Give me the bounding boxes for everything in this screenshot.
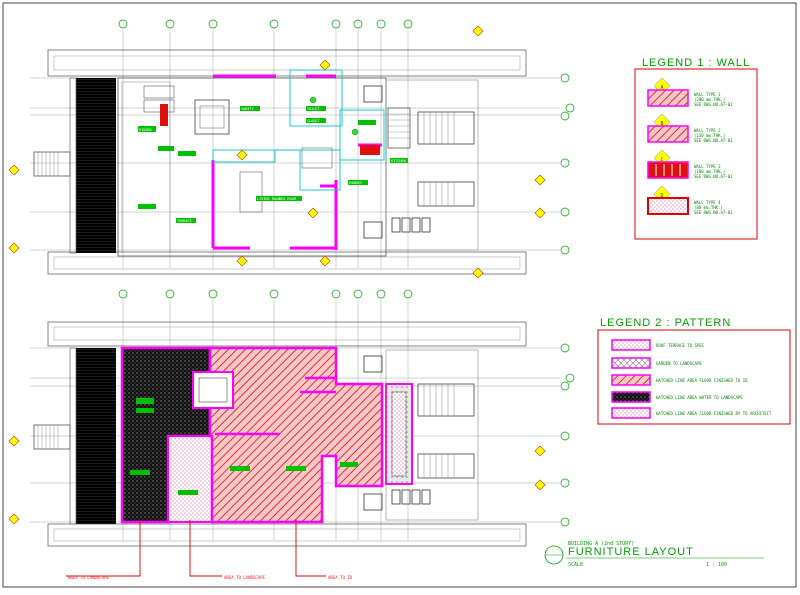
legend-pattern-label-roof: ROOF TERRACE TO SPEC bbox=[656, 343, 705, 348]
legend-pattern-label-water: HATCHED LINE AREA WATER TO LANDSCAPE bbox=[656, 395, 743, 400]
legend-pattern-label-garden: GARDEN TO LANDSCAPE bbox=[656, 361, 702, 366]
bottom-stair-east-2 bbox=[417, 453, 475, 479]
legend-wall-tag-4: D bbox=[660, 193, 663, 199]
legend-wall-item-3-line-2: (100 mm.THK.) bbox=[694, 169, 725, 174]
room-name-closet: CLOSET bbox=[307, 119, 321, 123]
title-block bbox=[544, 545, 764, 565]
legend-wall-tag-2: B bbox=[660, 121, 663, 127]
legend-wall-item-4-line-2: (80 mm.THK.) bbox=[694, 205, 723, 210]
legend-wall-item-1-line-3: SEE DWG.NO.A7-01 bbox=[694, 102, 733, 107]
legend-wall-item-1: A WALL TYPE 1 (200 mm.THK.) SEE DWG.NO.A… bbox=[660, 85, 733, 107]
room-name-living: LIVING ROOM bbox=[257, 197, 280, 201]
legend-wall-swatch-1 bbox=[647, 89, 689, 107]
top-plan bbox=[8, 19, 575, 299]
bottom-plan bbox=[8, 267, 575, 547]
callout-area-landscape-2: AREA TO LANDSCAPE bbox=[224, 575, 266, 580]
room-name-powder: POWDER bbox=[349, 181, 363, 185]
legend-wall-swatch-3 bbox=[647, 161, 689, 179]
top-diamond-markers bbox=[8, 25, 546, 267]
legend-wall-swatch-4 bbox=[647, 197, 689, 215]
legend-wall-item-3-line-3: SEE DWG.NO.A7-01 bbox=[694, 174, 733, 179]
title-block-scale-value: 1 : 100 bbox=[706, 562, 727, 568]
callout-area-landscape-1: AREA TO LANDSCAPE bbox=[68, 575, 110, 580]
top-grid-bubbles bbox=[118, 19, 575, 299]
legend-wall-item-4-line-3: SEE DWG.NO.A7-01 bbox=[694, 210, 733, 215]
bottom-room-tags bbox=[130, 398, 358, 495]
legend-pattern-label-architect: HATCHED LINE AREA FLOOR FINISHED BY TO A… bbox=[656, 411, 772, 416]
legend-wall-item-4-line-1: WALL TYPE 4 bbox=[694, 200, 721, 205]
bottom-grid-bubbles bbox=[560, 343, 575, 527]
legend-pattern-swatch-garden bbox=[611, 357, 651, 369]
top-slab-north bbox=[47, 49, 527, 77]
legend-pattern-title: LEGEND 2 : PATTERN bbox=[600, 317, 731, 329]
top-facade-black bbox=[76, 78, 116, 253]
room-name-bed: BED ROOM bbox=[279, 197, 296, 201]
top-core-stair bbox=[387, 107, 411, 149]
legend-wall-tag-1: A bbox=[660, 85, 663, 91]
top-slab-south bbox=[47, 251, 527, 275]
legend-wall-item-1-line-1: WALL TYPE 1 bbox=[694, 92, 721, 97]
top-left-stair bbox=[33, 151, 71, 177]
title-block-subtitle: BUILDING A (2nd STORY) bbox=[568, 541, 634, 547]
title-block-title: FURNITURE LAYOUT bbox=[568, 546, 694, 558]
bottom-slab-north bbox=[47, 321, 527, 347]
room-name-toilet: TOILET bbox=[307, 107, 321, 111]
room-name-terrace: TERRACE bbox=[177, 219, 192, 223]
bottom-diamond-markers bbox=[8, 267, 546, 525]
top-room-names: VANITY TOILET CLOSET LIVING ROOM BED ROO… bbox=[139, 107, 406, 223]
legend-pattern bbox=[597, 329, 791, 425]
bottom-slab-south bbox=[47, 523, 527, 547]
top-room-tags bbox=[138, 106, 408, 223]
top-stair-east-2 bbox=[417, 181, 475, 207]
legend-wall-tag-3: C bbox=[660, 157, 663, 163]
legend-wall-item-2-line-2: (150 mm.THK.) bbox=[694, 133, 725, 138]
bottom-stair-east-1 bbox=[417, 383, 475, 417]
legend-pattern-swatch-architect bbox=[611, 407, 651, 419]
legend-wall-item-1-line-2: (200 mm.THK.) bbox=[694, 97, 725, 102]
legend-wall-item-3: C WALL TYPE 3 (100 mm.THK.) SEE DWG.NO.A… bbox=[660, 157, 733, 179]
callout-area-id: AREA TO ID bbox=[328, 575, 353, 580]
legend-pattern-swatch-roof bbox=[611, 339, 651, 351]
legend-pattern-swatch-id bbox=[611, 374, 651, 386]
room-name-dining: DINING bbox=[139, 128, 152, 132]
top-wall-red bbox=[360, 145, 380, 155]
room-name-vanity: VANITY bbox=[241, 107, 255, 111]
top-stair-east-1 bbox=[417, 111, 475, 145]
legend-wall-swatch-2 bbox=[647, 125, 689, 143]
bottom-left-stair bbox=[33, 424, 71, 450]
legend-pattern-label-id: HATCHED LINE AREA FLOOR FINISHED TO ID bbox=[656, 378, 748, 383]
room-name-kitchen: KITCHEN bbox=[391, 159, 406, 163]
legend-wall-item-2-line-3: SEE DWG.NO.A7-01 bbox=[694, 138, 733, 143]
top-building-shell bbox=[117, 77, 387, 257]
top-lift bbox=[194, 99, 230, 135]
legend-wall-item-4: D WALL TYPE 4 (80 mm.THK.) SEE DWG.NO.A7… bbox=[660, 193, 733, 215]
legend-wall-item-2: B WALL TYPE 2 (150 mm.THK.) SEE DWG.NO.A… bbox=[660, 121, 733, 143]
area-floor-finished-architect bbox=[167, 435, 213, 523]
callout-leaders bbox=[66, 520, 326, 577]
legend-wall-item-2-line-1: WALL TYPE 2 bbox=[694, 128, 721, 133]
sheet-frame bbox=[2, 2, 797, 588]
area-floor-finished-id bbox=[208, 346, 384, 524]
legend-pattern-swatch-water bbox=[611, 391, 651, 403]
title-block-scale-label: SCALE bbox=[568, 562, 583, 568]
bottom-facade-black bbox=[76, 348, 116, 524]
top-partitions-cyan bbox=[212, 69, 385, 191]
top-bed bbox=[301, 147, 333, 169]
legend-wall bbox=[634, 68, 758, 240]
legend-wall-item-3-line-1: WALL TYPE 3 bbox=[694, 164, 721, 169]
legend-wall-title: LEGEND 1 : WALL bbox=[642, 57, 750, 69]
